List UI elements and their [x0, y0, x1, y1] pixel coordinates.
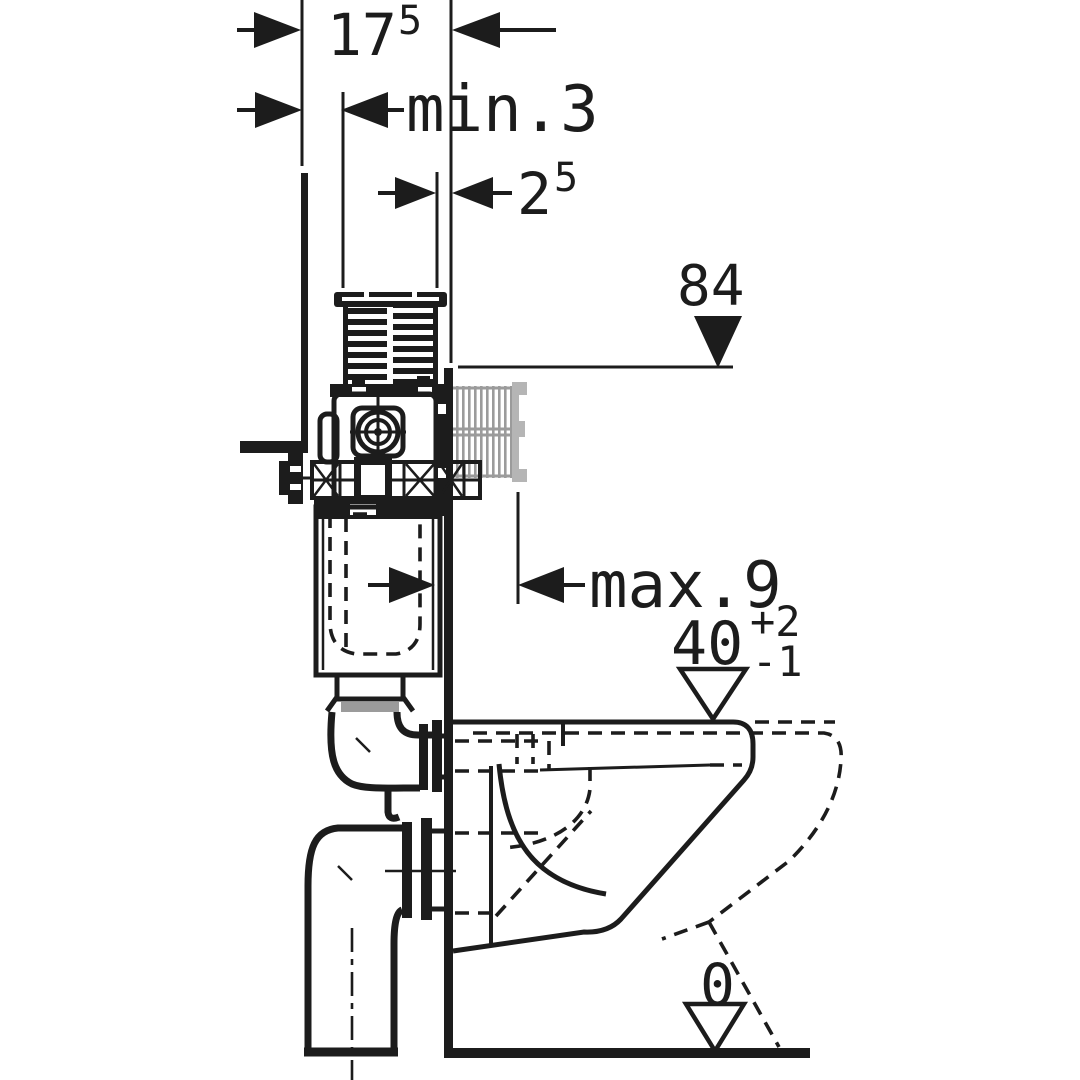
- bowl-curve: [496, 763, 607, 897]
- flush-bend: [324, 672, 452, 822]
- level-40-label: 40: [671, 609, 743, 679]
- drain-connection: [304, 818, 546, 1080]
- mounting-rail: [279, 452, 482, 504]
- hidden-flush-conduit: [455, 739, 551, 773]
- arrow-right-icon: [255, 92, 302, 128]
- housing-right-bracket: [436, 386, 448, 516]
- level-84-label: 84: [677, 254, 744, 319]
- tank-inner-dashed: [328, 512, 422, 656]
- level-40-tol-minus: -1: [752, 637, 803, 686]
- flush-pipe-flange: [419, 724, 428, 790]
- level-marker-84: [458, 316, 742, 369]
- pedestal-front-edge: [707, 921, 781, 1048]
- dimension-2-5: [378, 177, 512, 209]
- level-triangle-filled-icon: [694, 316, 742, 368]
- arrow-right-icon: [389, 567, 435, 603]
- dimension-max9: [368, 567, 585, 603]
- arrow-right-icon: [395, 177, 436, 209]
- arrow-left-icon: [341, 92, 388, 128]
- dimension-min3: [237, 92, 404, 128]
- arrow-left-icon: [452, 12, 500, 48]
- level-40-tol-plus: +2: [750, 597, 801, 646]
- dimension-17-5: [237, 12, 556, 48]
- level-0-label: 0: [700, 951, 735, 1019]
- drip-spout: [384, 788, 401, 822]
- arrow-right-icon: [254, 12, 301, 48]
- arrow-left-icon: [452, 177, 493, 209]
- left-wall-line: [240, 173, 308, 453]
- dim-min3-label: min.3: [406, 73, 599, 147]
- dimension-labels: 17 5 min.3 2 5 84 max.9 40 +2 -1 0: [327, 0, 803, 1019]
- dim-max9-label: max.9: [589, 549, 782, 623]
- floor-line: [444, 1001, 810, 1058]
- dim-17-sup: 5: [398, 0, 422, 44]
- floor-pan-dashed: [473, 720, 843, 1048]
- level-marker-40: [675, 666, 751, 724]
- level-triangle-open-icon: [681, 1001, 749, 1056]
- extension-lines: [300, 0, 520, 604]
- arrow-left-icon: [518, 567, 564, 603]
- anchor-bolt-icon: [288, 452, 303, 504]
- dim-2-sup: 5: [554, 155, 578, 201]
- level-triangle-open-icon: [675, 666, 751, 724]
- dim-2-label: 2: [517, 160, 552, 228]
- top-bellows: [334, 292, 447, 385]
- flush-valve-housing: [317, 376, 449, 519]
- dim-17-label: 17: [327, 1, 397, 69]
- wall-hung-pan: [452, 719, 756, 954]
